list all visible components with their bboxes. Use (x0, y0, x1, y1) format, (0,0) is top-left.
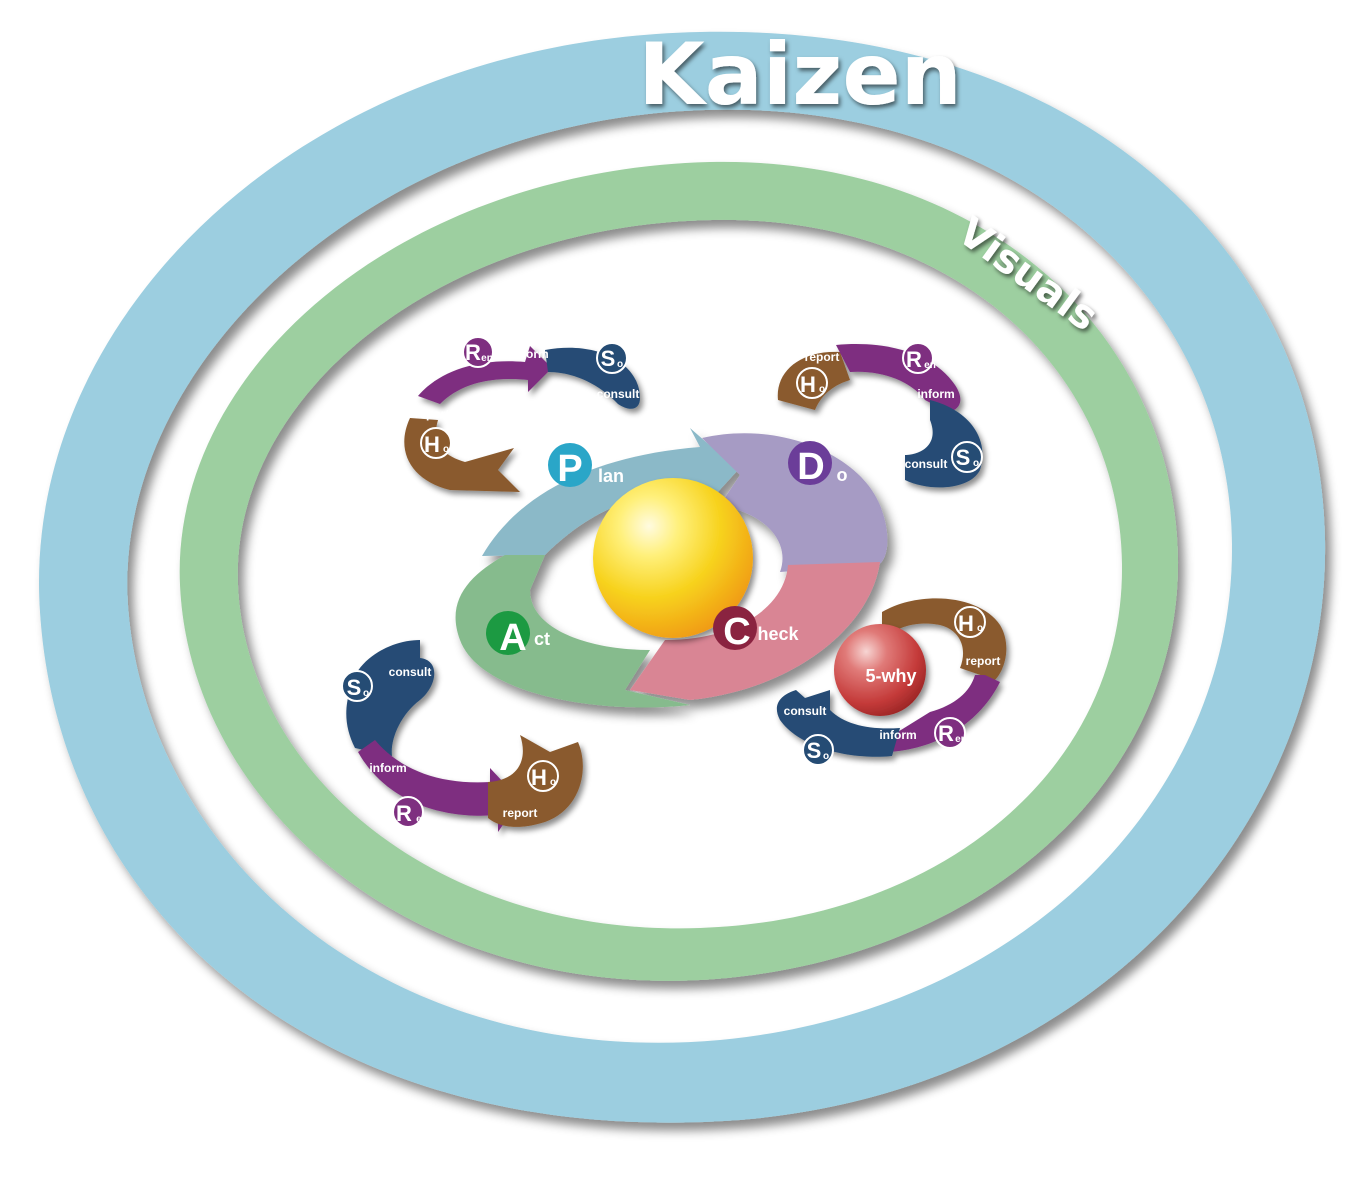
svg-text:en: en (924, 360, 936, 371)
svg-text:o: o (819, 384, 825, 395)
svg-text:S: S (956, 445, 971, 470)
svg-text:H: H (800, 372, 816, 397)
act-rest: ct (534, 629, 550, 649)
svg-text:o: o (823, 751, 829, 762)
svg-text:S: S (347, 675, 362, 700)
act-segment (455, 555, 690, 708)
hrs-cycle-top-left: R en inform S o consult H o report (404, 336, 640, 492)
check-initial: C (723, 611, 750, 653)
svg-text:R: R (396, 801, 412, 826)
plan-segment (482, 428, 738, 556)
so-arrow (346, 640, 435, 756)
ren-arrow (358, 740, 520, 832)
svg-text:o: o (550, 777, 556, 788)
svg-text:S: S (807, 738, 822, 763)
svg-text:S: S (601, 346, 616, 371)
svg-text:o: o (977, 623, 983, 634)
svg-text:consult: consult (389, 665, 432, 679)
svg-text:inform: inform (511, 347, 548, 361)
svg-text:inform: inform (369, 761, 406, 775)
svg-text:R: R (938, 721, 954, 746)
svg-text:en: en (955, 734, 967, 745)
svg-text:H: H (424, 432, 440, 457)
plan-rest: lan (598, 466, 624, 486)
plan-initial: P (557, 448, 582, 490)
plan-label: P lan (548, 443, 624, 490)
svg-text:Kaizen: Kaizen (638, 25, 962, 125)
check-rest: heck (757, 624, 799, 644)
svg-text:inform: inform (917, 387, 954, 401)
svg-text:o: o (617, 359, 623, 370)
svg-text:H: H (531, 765, 547, 790)
svg-text:o: o (973, 458, 979, 469)
ren-arrow (888, 675, 1000, 752)
do-badge (788, 441, 832, 485)
act-badge (486, 611, 530, 655)
act-label: A ct (486, 611, 550, 659)
svg-text:R: R (906, 347, 922, 372)
hrs-cycle-bottom-right: 5-why H o report R en inform S o consult (776, 598, 1007, 766)
five-why-label: 5-why (865, 666, 916, 686)
svg-text:en: en (481, 353, 493, 364)
svg-text:consult: consult (784, 704, 827, 718)
do-label: D o (788, 441, 848, 488)
do-initial: D (797, 446, 824, 488)
five-why-sphere (834, 624, 926, 716)
kaizen-title: Kaizen (638, 25, 962, 125)
svg-text:report: report (415, 407, 450, 421)
svg-text:consult: consult (905, 457, 948, 471)
svg-text:report: report (503, 806, 538, 820)
svg-text:report: report (805, 350, 840, 364)
plan-badge (548, 443, 592, 487)
svg-text:o: o (363, 688, 369, 699)
ren-arrow (418, 346, 552, 404)
svg-text:R: R (465, 340, 481, 365)
do-rest: o (837, 465, 848, 485)
check-badge (713, 606, 757, 650)
hrs-cycle-bottom-left: S o consult R en inform H o report (341, 640, 583, 832)
svg-text:H: H (958, 611, 974, 636)
ren-arrow (836, 344, 961, 412)
ho-arrow (404, 418, 520, 492)
svg-text:o: o (443, 444, 449, 455)
check-label: C heck (713, 606, 800, 653)
svg-text:report: report (966, 654, 1001, 668)
svg-text:inform: inform (879, 728, 916, 742)
act-initial: A (499, 617, 526, 659)
svg-text:consult: consult (597, 387, 640, 401)
hrs-cycle-top-right: H o report R en inform S o consult (777, 342, 983, 488)
do-segment (702, 433, 888, 572)
center-sphere (593, 478, 753, 638)
svg-text:en: en (416, 814, 428, 825)
